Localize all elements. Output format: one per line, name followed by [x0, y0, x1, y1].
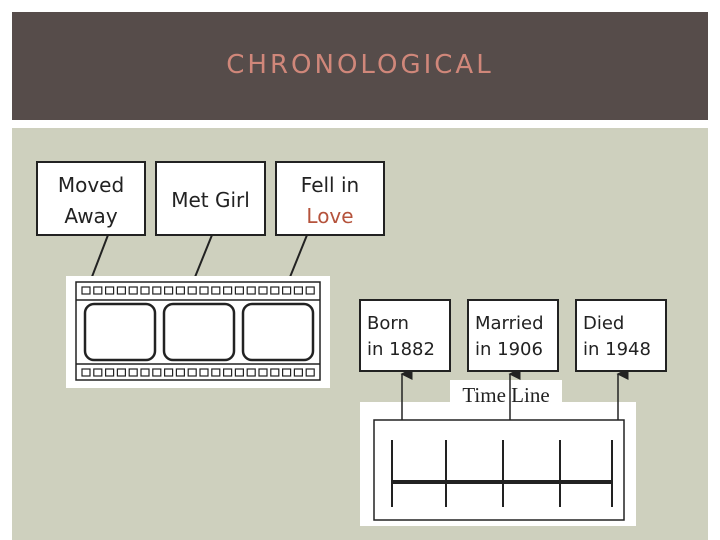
film-sprocket-hole — [293, 286, 303, 295]
film-sprocket-hole — [104, 286, 115, 295]
header-banner: CHRONOLOGICAL — [12, 12, 708, 120]
film-sprocket-hole — [199, 368, 209, 377]
film-sprocket-hole — [152, 368, 162, 377]
timeline-label: Time Line — [462, 383, 549, 407]
film-sprocket-hole — [93, 368, 103, 377]
box-moved-away: Moved Away — [36, 161, 146, 236]
film-sprocket-hole — [104, 368, 115, 377]
film-sprocket-hole — [211, 286, 221, 295]
box-died-line2: in 1948 — [583, 339, 651, 360]
connector-fell-in-love — [287, 234, 308, 283]
film-sprocket-hole — [187, 286, 197, 295]
film-sprocket-hole — [140, 286, 150, 295]
timeline-image — [360, 402, 636, 526]
box-met-girl-line1: Met Girl — [171, 188, 250, 212]
box-married-line2: in 1906 — [475, 339, 543, 360]
box-moved-away-line2: Away — [64, 204, 118, 228]
box-died-line1: Died — [583, 313, 625, 334]
film-sprocket-hole — [305, 286, 315, 295]
film-sprocket-hole — [81, 368, 91, 377]
film-sprocket-hole — [175, 286, 185, 295]
box-married: Married in 1906 — [467, 299, 559, 372]
film-sprocket-hole — [81, 286, 91, 295]
box-died: Died in 1948 — [575, 299, 667, 372]
box-born-line1: Born — [367, 313, 409, 334]
film-sprocket-hole — [282, 368, 292, 377]
film-sprocket-hole — [211, 368, 221, 377]
film-sprocket-hole — [234, 286, 244, 295]
box-married-line1: Married — [475, 313, 544, 334]
box-born: Born in 1882 — [359, 299, 451, 372]
film-sprocket-hole — [246, 368, 256, 377]
connector-moved-away — [89, 234, 109, 283]
film-sprocket-hole — [305, 368, 315, 377]
film-sprocket-hole — [152, 286, 162, 295]
film-sprocket-hole — [164, 368, 174, 377]
film-sprocket-hole — [234, 368, 244, 377]
connector-met-girl — [192, 234, 213, 283]
film-sprocket-hole — [223, 286, 233, 295]
film-sprocket-hole — [199, 286, 209, 295]
slide-title: CHRONOLOGICAL — [226, 50, 494, 80]
film-sprocket-hole — [128, 368, 138, 377]
film-sprocket-hole — [258, 368, 268, 377]
box-met-girl: Met Girl — [155, 161, 266, 236]
box-fell-in-love-line2: Love — [306, 204, 354, 228]
film-sprocket-hole — [175, 368, 185, 377]
film-sprocket-hole — [246, 286, 256, 295]
film-sprocket-hole — [223, 368, 233, 377]
film-sprocket-hole — [140, 368, 150, 377]
film-sprocket-hole — [270, 368, 280, 377]
film-sprocket-hole — [164, 286, 174, 295]
film-sprocket-hole — [187, 368, 197, 377]
film-sprocket-hole — [282, 286, 292, 295]
film-sprocket-hole — [258, 286, 268, 295]
film-sprocket-hole — [116, 286, 127, 295]
box-fell-in-love-line1: Fell in — [300, 173, 360, 197]
film-sprocket-hole — [293, 368, 303, 377]
box-fell-in-love: Fell in Love — [275, 161, 385, 236]
film-sprocket-hole — [93, 286, 103, 295]
film-strip-image — [66, 276, 330, 388]
film-sprocket-hole — [270, 286, 280, 295]
film-sprocket-hole — [128, 286, 138, 295]
box-born-line2: in 1882 — [367, 339, 435, 360]
film-sprocket-hole — [116, 368, 127, 377]
box-moved-away-line1: Moved — [57, 173, 125, 197]
